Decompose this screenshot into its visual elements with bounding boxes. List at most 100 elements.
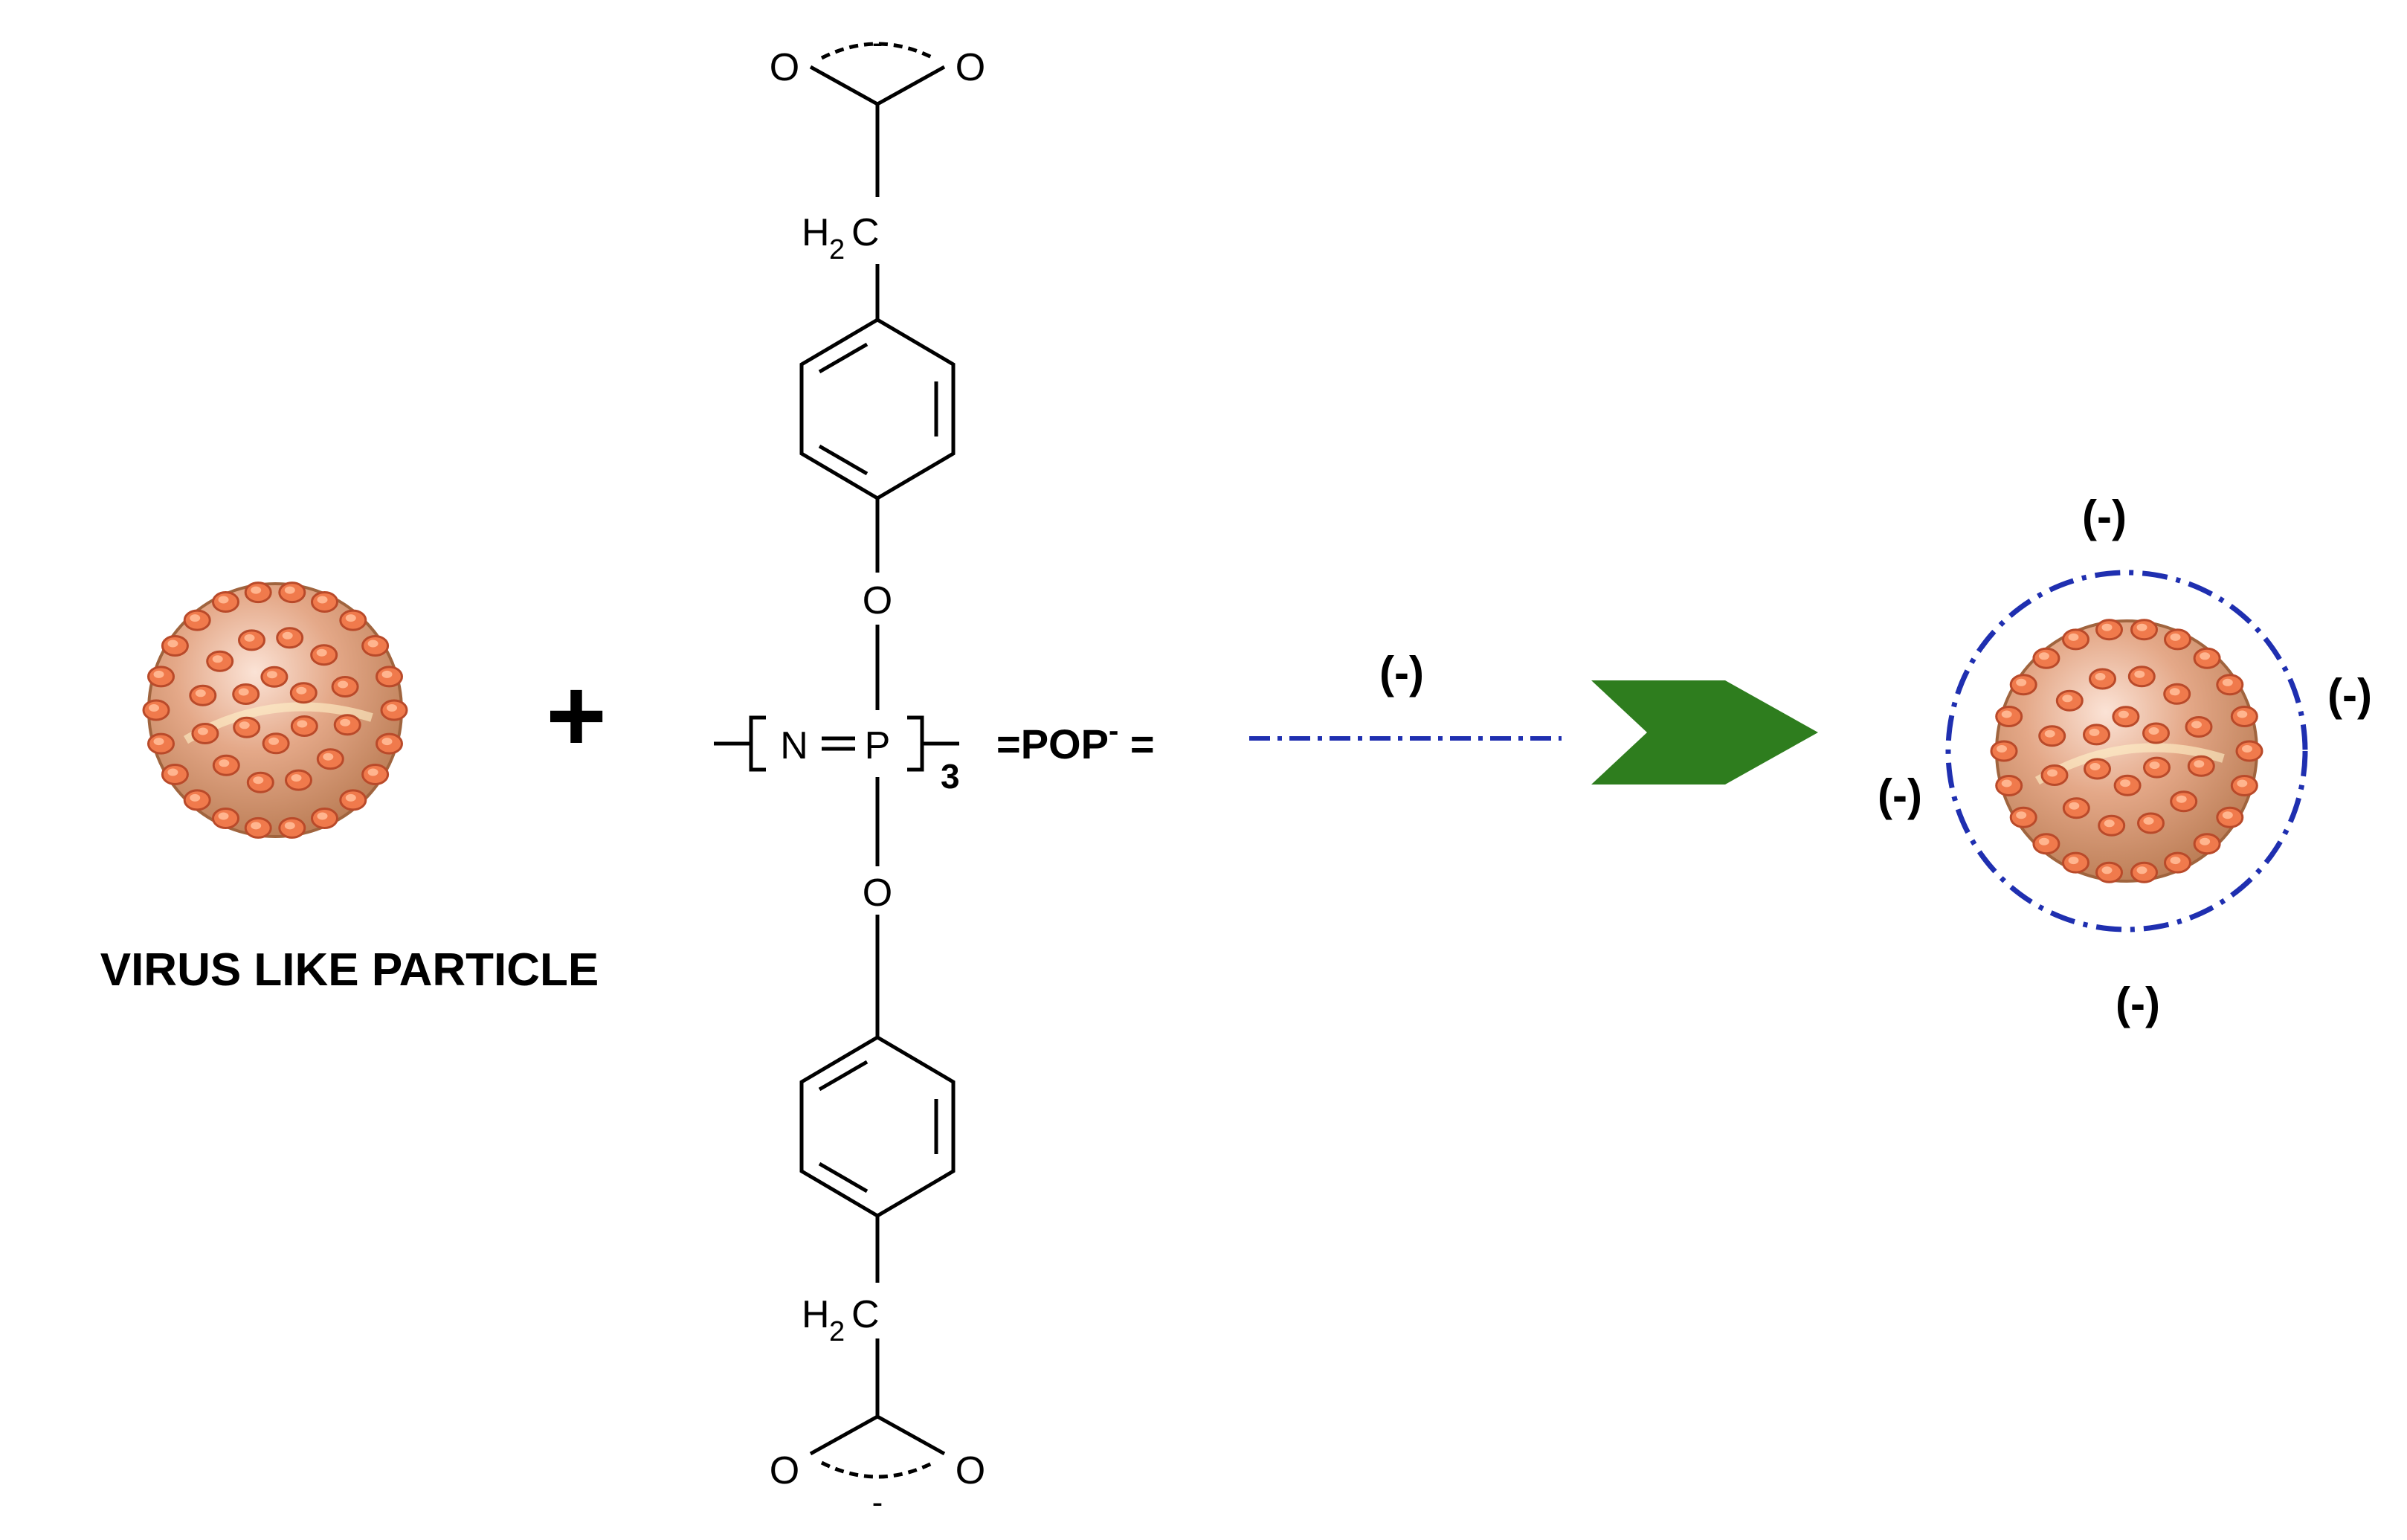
virus-like-particle-label: VIRUS LIKE PARTICLE [100,944,599,996]
bottom-ch2-sub: 2 [829,1316,845,1347]
spike-protein [142,699,170,721]
spike-protein [2164,851,2191,874]
bottom-o-right: O [956,1449,985,1492]
spike-protein [189,684,217,706]
spike-protein [2032,647,2060,669]
spike-protein [2112,706,2140,728]
backbone-n: N [780,724,808,767]
spike-protein [2235,740,2263,762]
spike-protein [2055,689,2084,712]
spike-protein [2095,619,2123,641]
spike-protein [206,650,234,672]
charge-bottom: (-) [2116,979,2160,1028]
bottom-charge: - [872,1484,883,1521]
spike-protein [2163,683,2191,705]
spike-protein [238,629,265,651]
spike-protein [147,732,175,755]
spike-protein [2185,716,2213,738]
charge-left: (-) [1878,770,1922,820]
spike-protein [376,732,403,755]
dash-dot-line-charge: (-) [1379,648,1424,697]
spike-protein [2062,797,2090,819]
molecule-labels: O O - H 2 C O N P 3 O H 2 C O O - [770,25,985,1521]
spike-protein [2142,722,2170,744]
spike-protein [232,683,260,705]
spike-protein [2062,851,2089,874]
spike-protein [361,764,390,785]
spike-protein [262,732,290,755]
spike-protein [1990,740,2018,762]
pop-equation-main: =POP [996,721,1109,767]
spike-protein [2089,668,2116,690]
spike-protein [2137,812,2165,834]
top-carboxylate-bond-right [876,65,946,106]
spike-protein [2009,806,2037,828]
polymer-coating-ring [1945,570,2308,932]
top-charge: - [872,25,883,61]
bottom-carboxylate-bond-right [876,1414,946,1456]
spike-protein [333,714,361,736]
spike-protein [2032,833,2060,855]
spike-protein [244,581,272,604]
spike-protein [331,676,359,697]
spike-protein [2164,628,2191,651]
spike-protein [2216,806,2244,828]
spike-protein [147,666,175,688]
spike-protein [2230,775,2258,796]
charge-top: (-) [2082,492,2127,541]
bottom-carboxylate-bond-left [809,1414,879,1456]
spike-protein [2062,628,2089,651]
top-ch2-sub: 2 [829,234,845,265]
spike-protein [2193,647,2221,669]
pop-equation-tail: = [1118,721,1154,767]
virus-like-particle-left [142,581,408,839]
spike-protein [2083,724,2110,746]
spike-protein [1995,706,2023,727]
spike-protein [191,723,219,744]
spike-protein [361,635,390,657]
spike-protein [244,816,272,839]
bottom-ch2-c: C [851,1293,880,1336]
spike-protein [212,808,239,829]
top-o-left: O [770,46,799,89]
spike-protein [183,609,211,631]
reaction-arrow [1591,680,1818,785]
spike-protein [161,764,189,785]
coated-particle-right [1945,570,2308,932]
spike-protein [339,609,367,631]
spike-protein [276,627,304,649]
spike-protein [260,666,289,688]
top-carboxylate-bond-left [809,65,879,106]
pop-equation-superscript: - [1109,715,1118,747]
coated-particle-charges: (-) (-) (-) (-) [1878,492,2372,1028]
spike-protein [212,591,239,613]
bottom-benzene-ring [799,1035,956,1218]
spike-protein [316,748,344,770]
spike-protein [2230,706,2258,727]
top-ch2-c: C [851,211,880,254]
spike-protein [311,808,338,829]
top-ch2-h: H [802,211,830,254]
bottom-carboxylate-resonance [820,1460,935,1479]
spike-protein [2084,758,2111,780]
spike-protein [246,771,274,793]
top-ether-o: O [863,579,892,622]
spike-protein [2038,725,2066,747]
spike-protein [376,666,403,688]
top-o-right: O [956,46,985,89]
spike-protein [278,816,306,839]
backbone-repeat: 3 [941,757,960,796]
pop-equation: =POP- = [996,715,1155,767]
spike-protein [1995,775,2023,796]
spike-protein [2170,790,2198,813]
spike-protein [2216,674,2244,696]
backbone-p: P [865,724,891,767]
spike-protein [285,769,312,791]
spike-protein [2040,764,2069,786]
repeat-bracket-right [907,715,924,772]
spike-protein [290,715,318,737]
spike-protein [311,591,338,613]
bottom-ch2-h: H [802,1293,830,1336]
